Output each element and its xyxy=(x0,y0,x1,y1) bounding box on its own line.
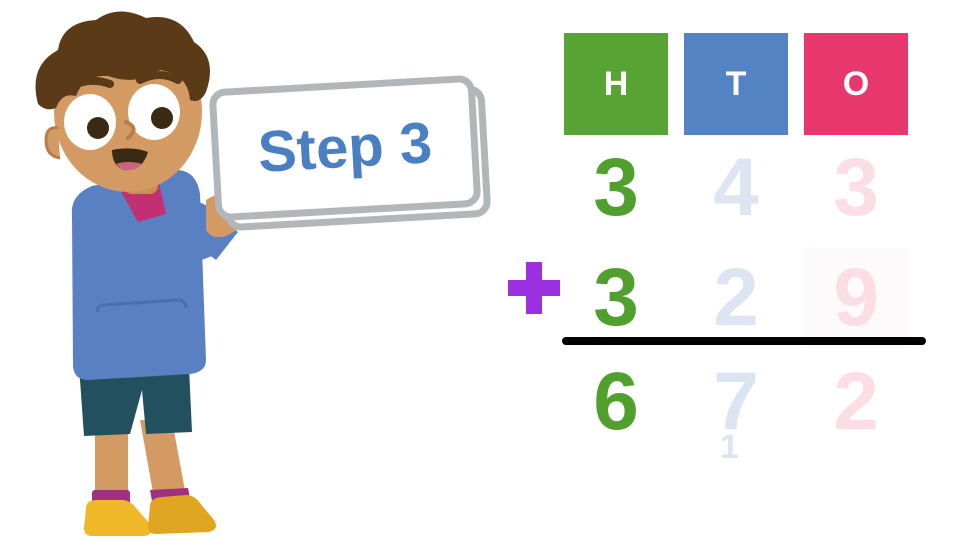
addend-2-tens: 2 xyxy=(713,252,759,343)
place-value-headers: H T O xyxy=(564,33,932,135)
plus-operator-icon xyxy=(508,262,560,314)
header-ones: O xyxy=(804,33,908,135)
addend-2-hundreds: 3 xyxy=(593,252,639,343)
sum-rule-line xyxy=(562,337,926,345)
addend-1-tens: 4 xyxy=(713,142,759,233)
boy-svg xyxy=(35,11,249,536)
step-sign-label: Step 3 xyxy=(256,110,434,185)
column-addition-worksheet: H T O 3 4 3 3 2 9 6 7 2 xyxy=(498,0,976,549)
addend-2-ones: 9 xyxy=(804,248,908,348)
addend-1-row: 3 4 3 xyxy=(564,138,932,238)
header-hundreds: H xyxy=(564,33,668,135)
header-ones-label: O xyxy=(842,65,870,103)
addend-2-row: 3 2 9 xyxy=(564,248,932,348)
addend-1-ones: 3 xyxy=(833,142,879,233)
answer-hundreds: 6 xyxy=(593,356,639,447)
carry-digit-tens: 1 xyxy=(720,428,739,466)
step-sign-card-front: Step 3 xyxy=(208,74,482,222)
header-tens-label: T xyxy=(725,65,747,103)
addend-1-hundreds: 3 xyxy=(593,142,639,233)
step-sign: Step 3 xyxy=(196,72,506,252)
header-tens: T xyxy=(684,33,788,135)
header-hundreds-label: H xyxy=(603,65,629,103)
character-illustration xyxy=(0,0,300,549)
answer-ones: 2 xyxy=(833,356,879,447)
answer-row: 6 7 2 xyxy=(564,352,932,452)
answer-tens: 7 xyxy=(713,356,759,447)
